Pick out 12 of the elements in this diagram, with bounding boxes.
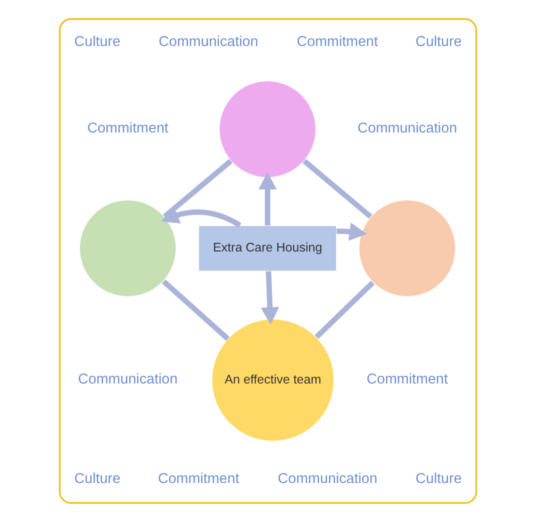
label: Communication	[358, 120, 458, 137]
label: Communication	[78, 372, 178, 388]
label: Communication	[158, 34, 258, 50]
label: Commitment	[87, 120, 168, 137]
label: Culture	[74, 34, 120, 50]
label: Commitment	[366, 372, 448, 388]
label: Commitment	[296, 34, 378, 50]
label: Culture	[74, 471, 120, 488]
label: Communication	[278, 471, 378, 488]
label: Commitment	[158, 471, 240, 488]
label: Culture	[416, 471, 462, 488]
label: Culture	[416, 34, 462, 50]
